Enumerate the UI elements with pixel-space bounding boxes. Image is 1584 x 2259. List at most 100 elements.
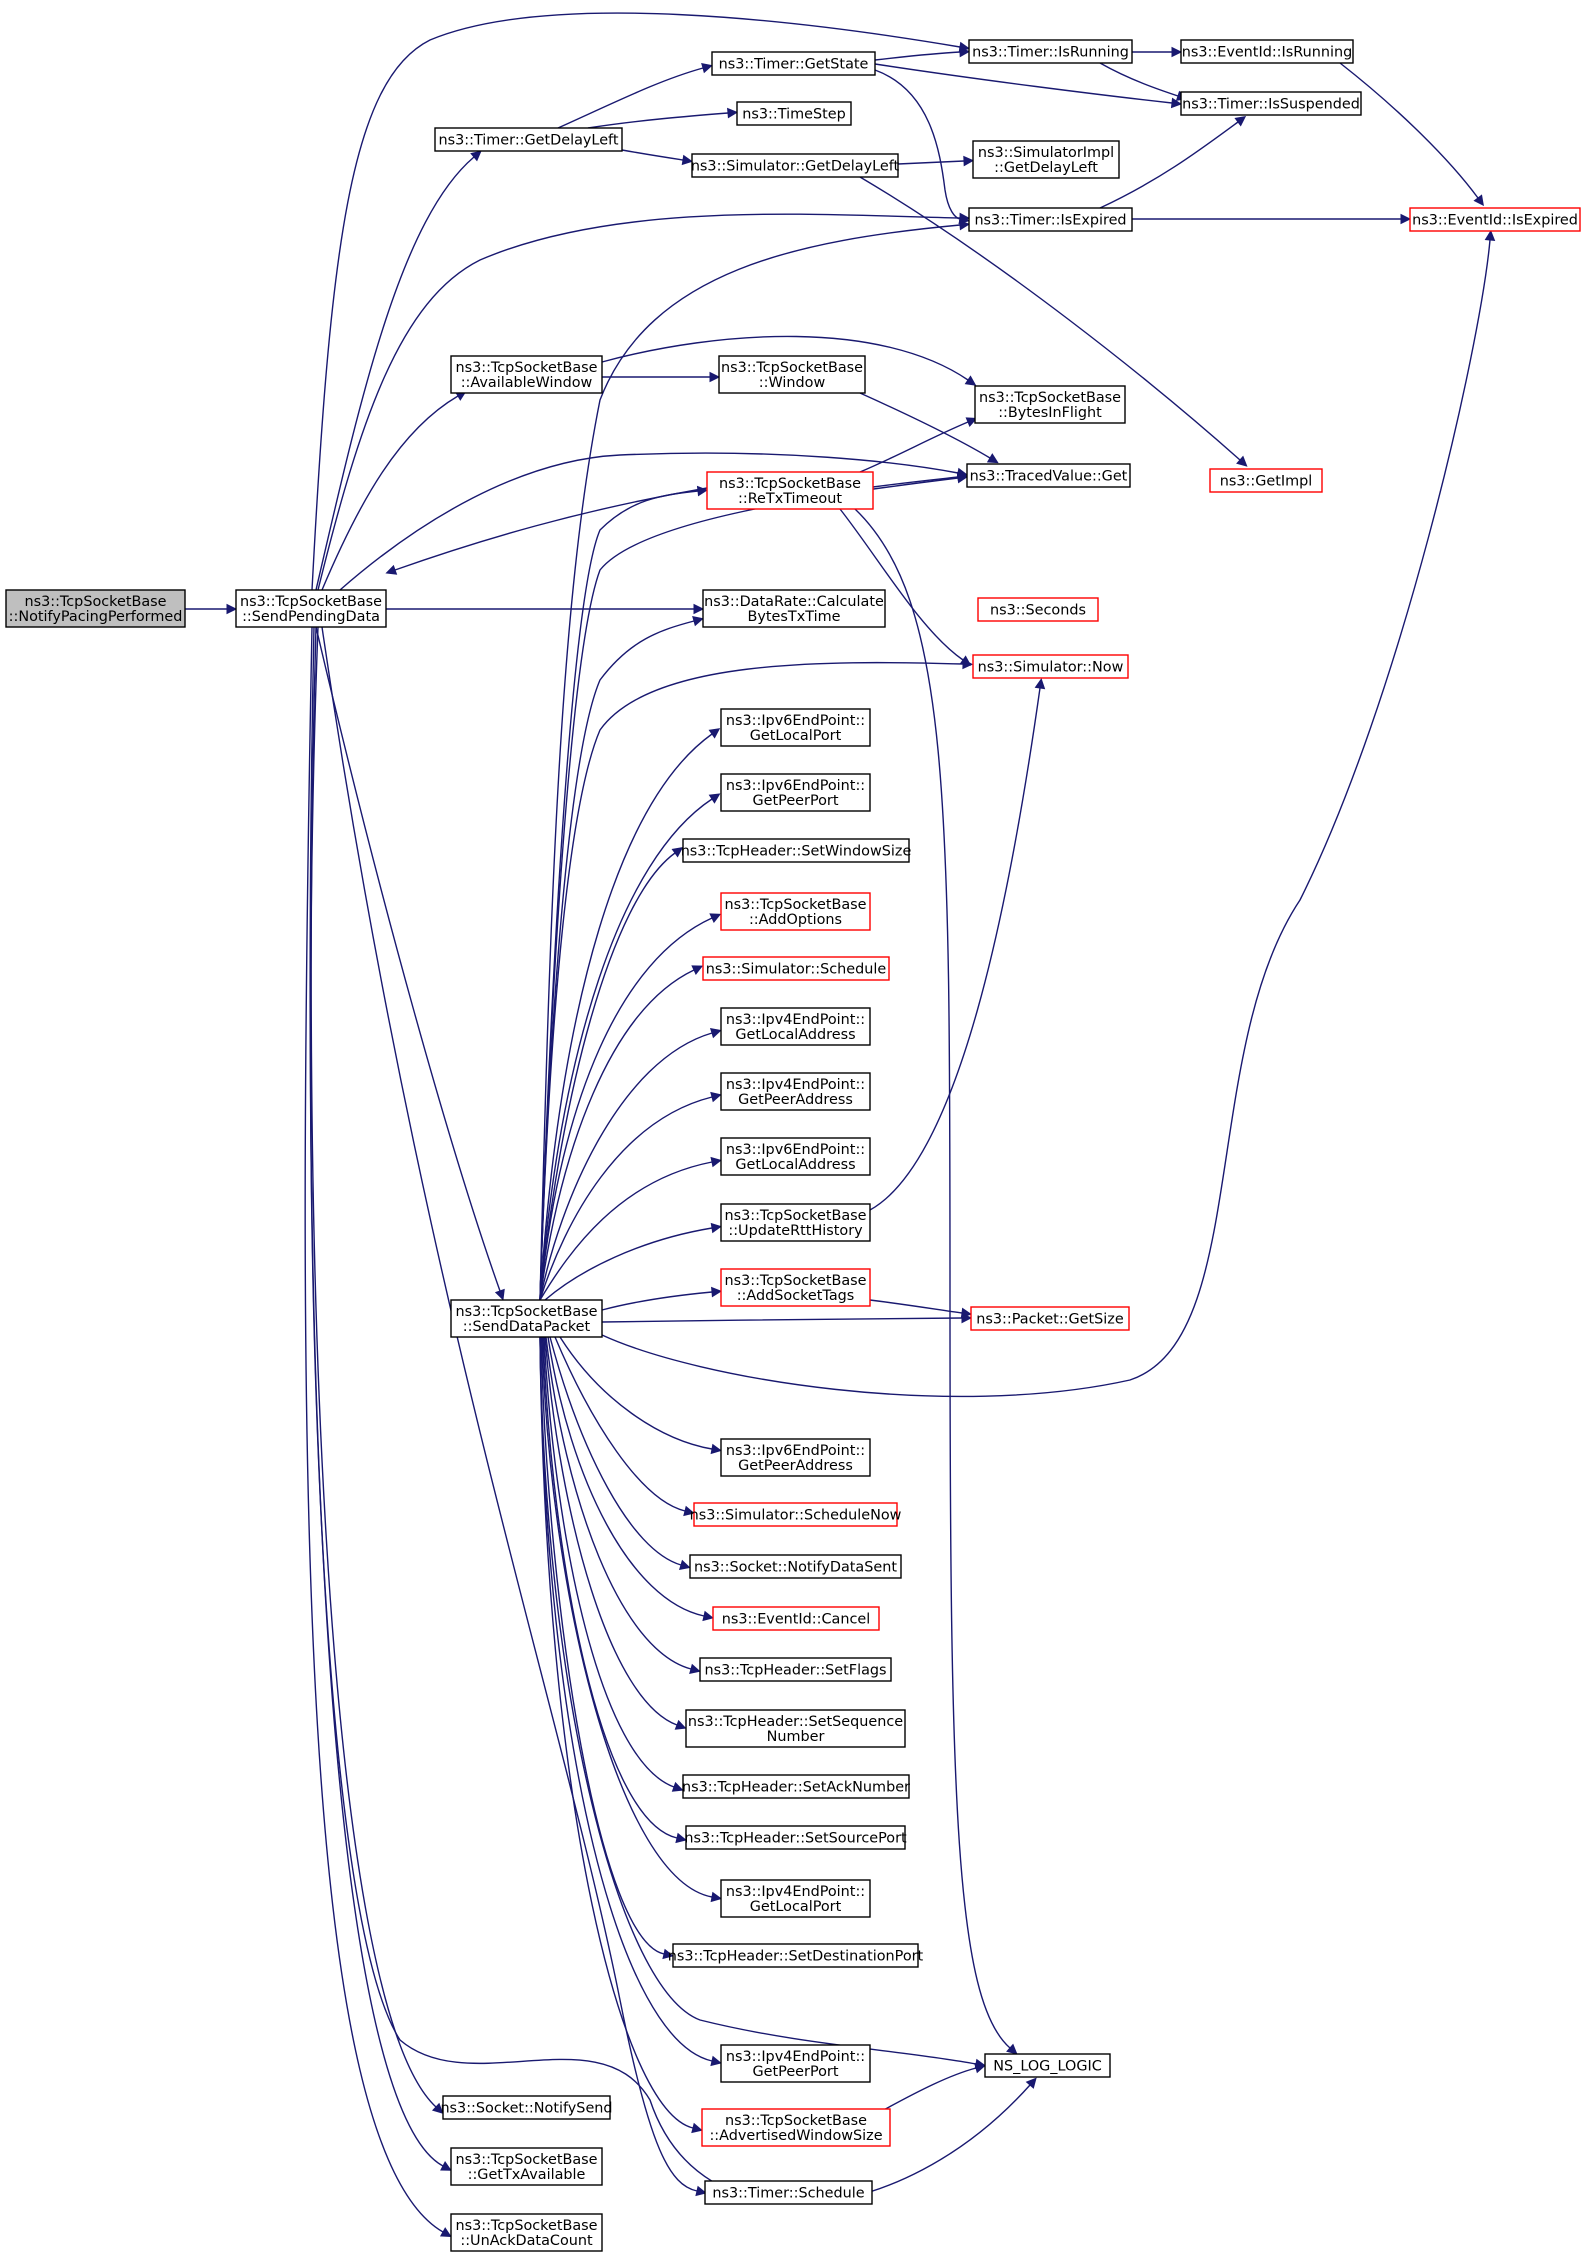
node-aw[interactable]: ns3::TcpSocketBase::AvailableWindow (450, 355, 603, 394)
node-sdp[interactable]: ns3::TcpSocketBase::SendDataPacket (450, 1299, 603, 1338)
node-i4gpp[interactable]: ns3::Ipv4EndPoint::GetPeerPort (720, 2044, 871, 2083)
node-i6gpp[interactable]: ns3::Ipv6EndPoint::GetPeerPort (720, 773, 871, 812)
node-i4gla[interactable]: ns3::Ipv4EndPoint::GetLocalAddress (720, 1007, 871, 1046)
edge-arrowhead (1006, 2043, 1018, 2055)
edge-spd-to-tsch (321, 626, 707, 2197)
edge-sdp-to-eie (601, 229, 1496, 1398)
node-label: ns3::Packet::GetSize (976, 1312, 1124, 1328)
node-box (1180, 39, 1354, 64)
node-sschn[interactable]: ns3::Simulator::ScheduleNow (690, 1502, 902, 1527)
node-gimpl[interactable]: ns3::GetImpl (1209, 468, 1323, 493)
node-i6gpa[interactable]: ns3::Ipv6EndPoint::GetPeerAddress (720, 1438, 871, 1477)
node-label: ns3::TcpHeader::SetFlags (704, 1663, 886, 1679)
node-label: ns3::Ipv6EndPoint:: (726, 1142, 865, 1158)
node-aws[interactable]: ns3::TcpSocketBase::AdvertisedWindowSize (701, 2108, 891, 2147)
node-thsan[interactable]: ns3::TcpHeader::SetAckNumber (682, 1774, 910, 1799)
node-label: ns3::Ipv6EndPoint:: (726, 713, 865, 729)
node-box (970, 1306, 1130, 1331)
node-ast[interactable]: ns3::TcpSocketBase::AddSocketTags (720, 1268, 871, 1307)
edge-line (309, 626, 444, 2167)
node-i4gpa[interactable]: ns3::Ipv4EndPoint::GetPeerAddress (720, 1072, 871, 1111)
node-box (450, 355, 603, 394)
node-now[interactable]: ns3::Simulator::Now (972, 654, 1129, 679)
node-ts[interactable]: ns3::TimeStep (736, 101, 852, 126)
node-thsdp[interactable]: ns3::TcpHeader::SetDestinationPort (668, 1943, 924, 1968)
edge-spd-to-sdp (315, 626, 505, 1301)
node-label: ::AvailableWindow (461, 375, 593, 391)
node-eie[interactable]: ns3::EventId::IsExpired (1409, 207, 1581, 232)
node-label: ns3::TcpSocketBase (724, 1273, 866, 1289)
node-ssch[interactable]: ns3::Simulator::Schedule (702, 956, 890, 981)
node-label: ::BytesInFlight (998, 405, 1102, 421)
node-sigdl[interactable]: ns3::SimulatorImpl::GetDelayLeft (972, 140, 1120, 179)
node-tsch[interactable]: ns3::Timer::Schedule (704, 2180, 873, 2205)
node-sec[interactable]: ns3::Seconds (977, 597, 1099, 622)
edge-arrowhead (727, 107, 739, 119)
node-box (682, 1774, 910, 1799)
edge-line (874, 51, 961, 61)
node-box (450, 2213, 603, 2252)
edge-rtt-to-nll (854, 508, 1018, 2055)
edge-arrowhead (662, 1948, 674, 1960)
edge-arrowhead (708, 793, 721, 804)
node-sgdl[interactable]: ns3::Simulator::GetDelayLeft (691, 153, 900, 178)
node-label: ns3::Timer::IsExpired (974, 213, 1126, 229)
node-thssp[interactable]: ns3::TcpHeader::SetSourcePort (684, 1825, 907, 1850)
edge-line (601, 1317, 963, 1323)
edge-line (539, 1161, 713, 1301)
node-i6gla[interactable]: ns3::Ipv6EndPoint::GetLocalAddress (720, 1137, 871, 1176)
edge-arrowhead (470, 150, 482, 162)
node-box (672, 1943, 919, 1968)
edge-arrowhead (974, 2063, 986, 2074)
edge-sgdl-to-gimpl (859, 176, 1248, 467)
edge-gs-to-tir (874, 46, 971, 61)
edge-arrowhead (708, 728, 721, 739)
node-nll[interactable]: NS_LOG_LOGIC (984, 2053, 1111, 2078)
edge-arrowhead (696, 485, 709, 497)
node-label: ns3::TcpSocketBase (240, 594, 382, 610)
node-box (450, 1299, 603, 1338)
node-thsf[interactable]: ns3::TcpHeader::SetFlags (699, 1657, 892, 1682)
node-urh[interactable]: ns3::TcpSocketBase::UpdateRttHistory (720, 1203, 871, 1242)
node-pgs[interactable]: ns3::Packet::GetSize (970, 1306, 1130, 1331)
edge-sdp-to-pgs (601, 1312, 973, 1324)
edge-arrowhead (1034, 678, 1046, 690)
node-tis[interactable]: ns3::Timer::IsSuspended (1180, 91, 1362, 116)
edge-arrowhead (709, 913, 722, 924)
edge-spd-to-drc (386, 603, 705, 615)
edge-sdp-to-i4gpp (539, 1336, 722, 2067)
edge-line (539, 852, 676, 1301)
node-eir[interactable]: ns3::EventId::IsRunning (1180, 39, 1354, 64)
edge-arrowhead (681, 154, 694, 166)
node-gdl[interactable]: ns3::Timer::GetDelayLeft (434, 127, 623, 152)
node-spd[interactable]: ns3::TcpSocketBase::SendPendingData (235, 589, 387, 628)
node-label: ns3::Ipv4EndPoint:: (726, 1012, 865, 1028)
node-rtt[interactable]: ns3::TcpSocketBase::ReTxTimeout (706, 471, 874, 510)
node-label: ns3::TcpSocketBase (724, 897, 866, 913)
node-gs[interactable]: ns3::Timer::GetState (711, 51, 876, 76)
edge-sdp-to-i6gla (539, 1156, 722, 1301)
node-snds[interactable]: ns3::Socket::NotifyDataSent (689, 1554, 902, 1579)
node-tvg[interactable]: ns3::TracedValue::Get (966, 463, 1131, 488)
edge-line (554, 1336, 686, 1512)
node-uadc[interactable]: ns3::TcpSocketBase::UnAckDataCount (450, 2213, 603, 2252)
node-win[interactable]: ns3::TcpSocketBase::Window (718, 355, 866, 394)
node-gtxa[interactable]: ns3::TcpSocketBase::GetTxAvailable (450, 2147, 603, 2186)
nodes-layer: ns3::TcpSocketBase::NotifyPacingPerforme… (5, 39, 1581, 2252)
node-thsws[interactable]: ns3::TcpHeader::SetWindowSize (681, 838, 912, 863)
node-root[interactable]: ns3::TcpSocketBase::NotifyPacingPerforme… (5, 589, 186, 628)
edge-arrowhead (710, 1891, 723, 1903)
edge-gs-to-tis (874, 63, 1183, 109)
node-bif[interactable]: ns3::TcpSocketBase::BytesInFlight (974, 385, 1126, 424)
node-label: BytesTxTime (748, 609, 841, 625)
node-i4glp[interactable]: ns3::Ipv4EndPoint::GetLocalPort (720, 1879, 871, 1918)
node-sns[interactable]: ns3::Socket::NotifySend (440, 2095, 613, 2120)
node-tie[interactable]: ns3::Timer::IsExpired (968, 207, 1133, 232)
node-i6glp[interactable]: ns3::Ipv6EndPoint::GetLocalPort (720, 708, 871, 747)
node-ao[interactable]: ns3::TcpSocketBase::AddOptions (720, 892, 871, 931)
edge-arrowhead (1400, 213, 1412, 225)
node-ecan[interactable]: ns3::EventId::Cancel (712, 1606, 880, 1631)
node-tir[interactable]: ns3::Timer::IsRunning (968, 39, 1133, 64)
